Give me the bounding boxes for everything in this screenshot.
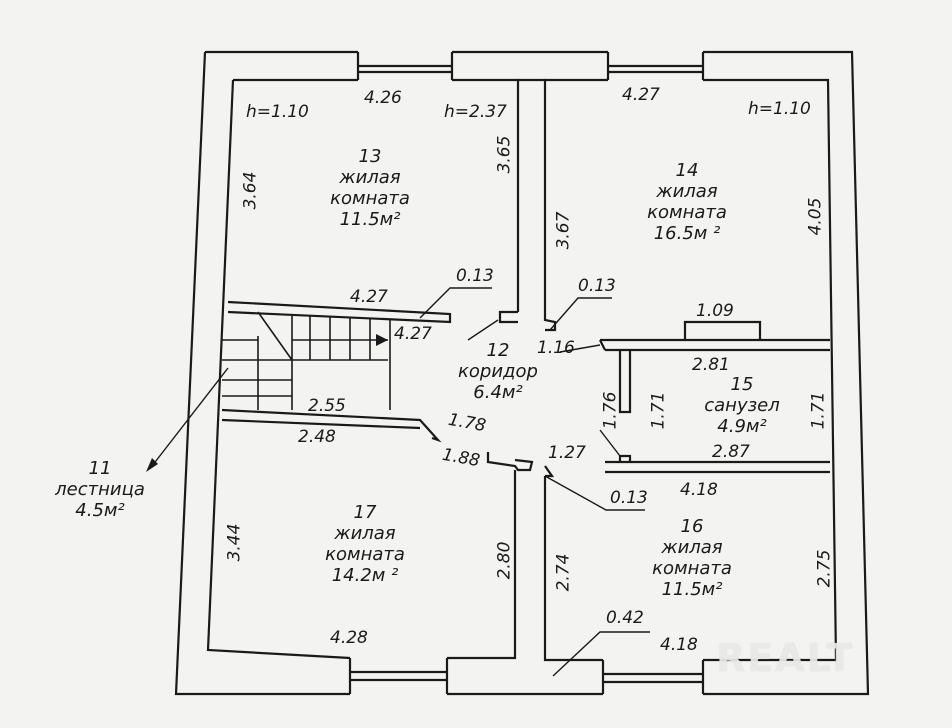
bathroom-wall-bottom [605,454,830,474]
dim-wall-042: 0.42 [606,608,644,628]
room-area: 4.9м² [717,416,767,437]
leader-013-a [419,287,492,319]
realt-watermark: REALT [716,636,855,680]
bathroom-wall-left [618,350,632,414]
dim-r17-right: 2.80 [494,541,515,580]
room-number: 14 [675,160,699,181]
room-area: 11.5м² [661,579,723,600]
leader-corridor-top [467,319,499,341]
leader-arrow-head [146,458,158,472]
room-area: 14.2м ² [331,565,399,586]
room-name: жилая [661,537,723,558]
room-16-label: 16 жилая комната 11.5м² [640,516,744,600]
leader-013-c [544,475,645,511]
window-top-right [606,52,705,80]
leader-042 [552,631,650,677]
dim-r16-right: 2.75 [814,549,835,588]
leader-stairs [151,367,229,467]
room-17-label: 17 жилая комната 14.2м ² [305,502,425,586]
dim-bath-top: 1.09 [696,301,734,321]
leader-013-b [549,297,612,331]
dim-stair-255: 2.55 [308,396,346,416]
dim-r14-right: 4.05 [805,197,826,236]
outer-wall [174,50,870,696]
dim-r17-bottom: 4.28 [330,628,368,648]
dim-r14-left: 3.67 [553,211,574,250]
room-number: 17 [353,502,377,523]
leader-116 [559,344,601,353]
room-12-label: 12 коридор 6.4м² [448,340,548,403]
dim-corr-116: 1.16 [537,338,575,358]
room-name: комната [325,544,405,565]
dim-wall-013-c: 0.13 [610,488,648,508]
dim-r14-top: 4.27 [622,85,660,105]
dim-stair-top: 4.27 [350,287,388,307]
leader-176 [599,429,621,457]
room-area: 4.5м² [75,500,125,521]
dim-r17-left: 3.44 [224,523,245,562]
dim-r16-top: 4.18 [680,480,718,500]
room-area: 6.4м² [473,382,523,403]
dim-wall-013-b: 0.13 [578,276,616,296]
window-bottom-left [348,658,449,694]
room-14-label: 14 жилая комната 16.5м ² [637,160,737,244]
stair-wall-bottom [221,408,442,443]
room-name: комната [330,188,410,209]
dim-stair-right: 4.27 [394,324,432,344]
stairs [222,311,391,410]
dim-bath-176: 1.76 [600,391,621,430]
room-name: коридор [458,361,538,382]
dim-r13-right: 3.65 [494,135,515,174]
dim-wall-013-a: 0.13 [456,266,494,286]
room-name: санузел [704,395,780,416]
dim-corr-127: 1.27 [548,443,586,463]
stair-wall-top [227,300,452,324]
room-name: жилая [656,181,718,202]
room-number: 15 [730,374,754,395]
room-number: 12 [486,340,510,361]
dim-bath-287: 2.87 [712,442,750,462]
dim-r13-left: 3.64 [240,171,261,210]
bathroom-wall-top [599,320,830,352]
room-13-label: 13 жилая комната 11.5м² [322,146,418,230]
dim-bath-171-left: 1.71 [648,391,669,430]
room-name: жилая [334,523,396,544]
room-number: 16 [680,516,704,537]
room-number: 13 [358,146,382,167]
room-number: 11 [88,458,112,479]
room-area: 11.5м² [339,209,401,230]
room-11-label: 11 лестница 4.5м² [44,458,156,521]
stair-arrow-head [376,334,388,346]
dim-r16-left: 2.74 [553,553,574,592]
dim-bath-171-right: 1.71 [808,391,829,430]
dim-r13-h-left: h=1.10 [246,102,309,122]
room-name: комната [647,202,727,223]
dim-r13-top: 4.26 [364,88,402,108]
window-bottom-right [601,660,705,694]
window-top-left [356,52,454,80]
dim-stair-248: 2.48 [298,427,336,447]
room-15-label: 15 санузел 4.9м² [690,374,794,437]
dim-bath-281: 2.81 [692,355,730,375]
dim-r16-bottom: 4.18 [660,635,698,655]
room-name: жилая [339,167,401,188]
room-name: лестница [55,479,145,500]
room-name: комната [652,558,732,579]
dim-r13-h-right: h=2.37 [444,102,507,122]
room-area: 16.5м ² [653,223,721,244]
dim-r14-h: h=1.10 [748,99,811,119]
